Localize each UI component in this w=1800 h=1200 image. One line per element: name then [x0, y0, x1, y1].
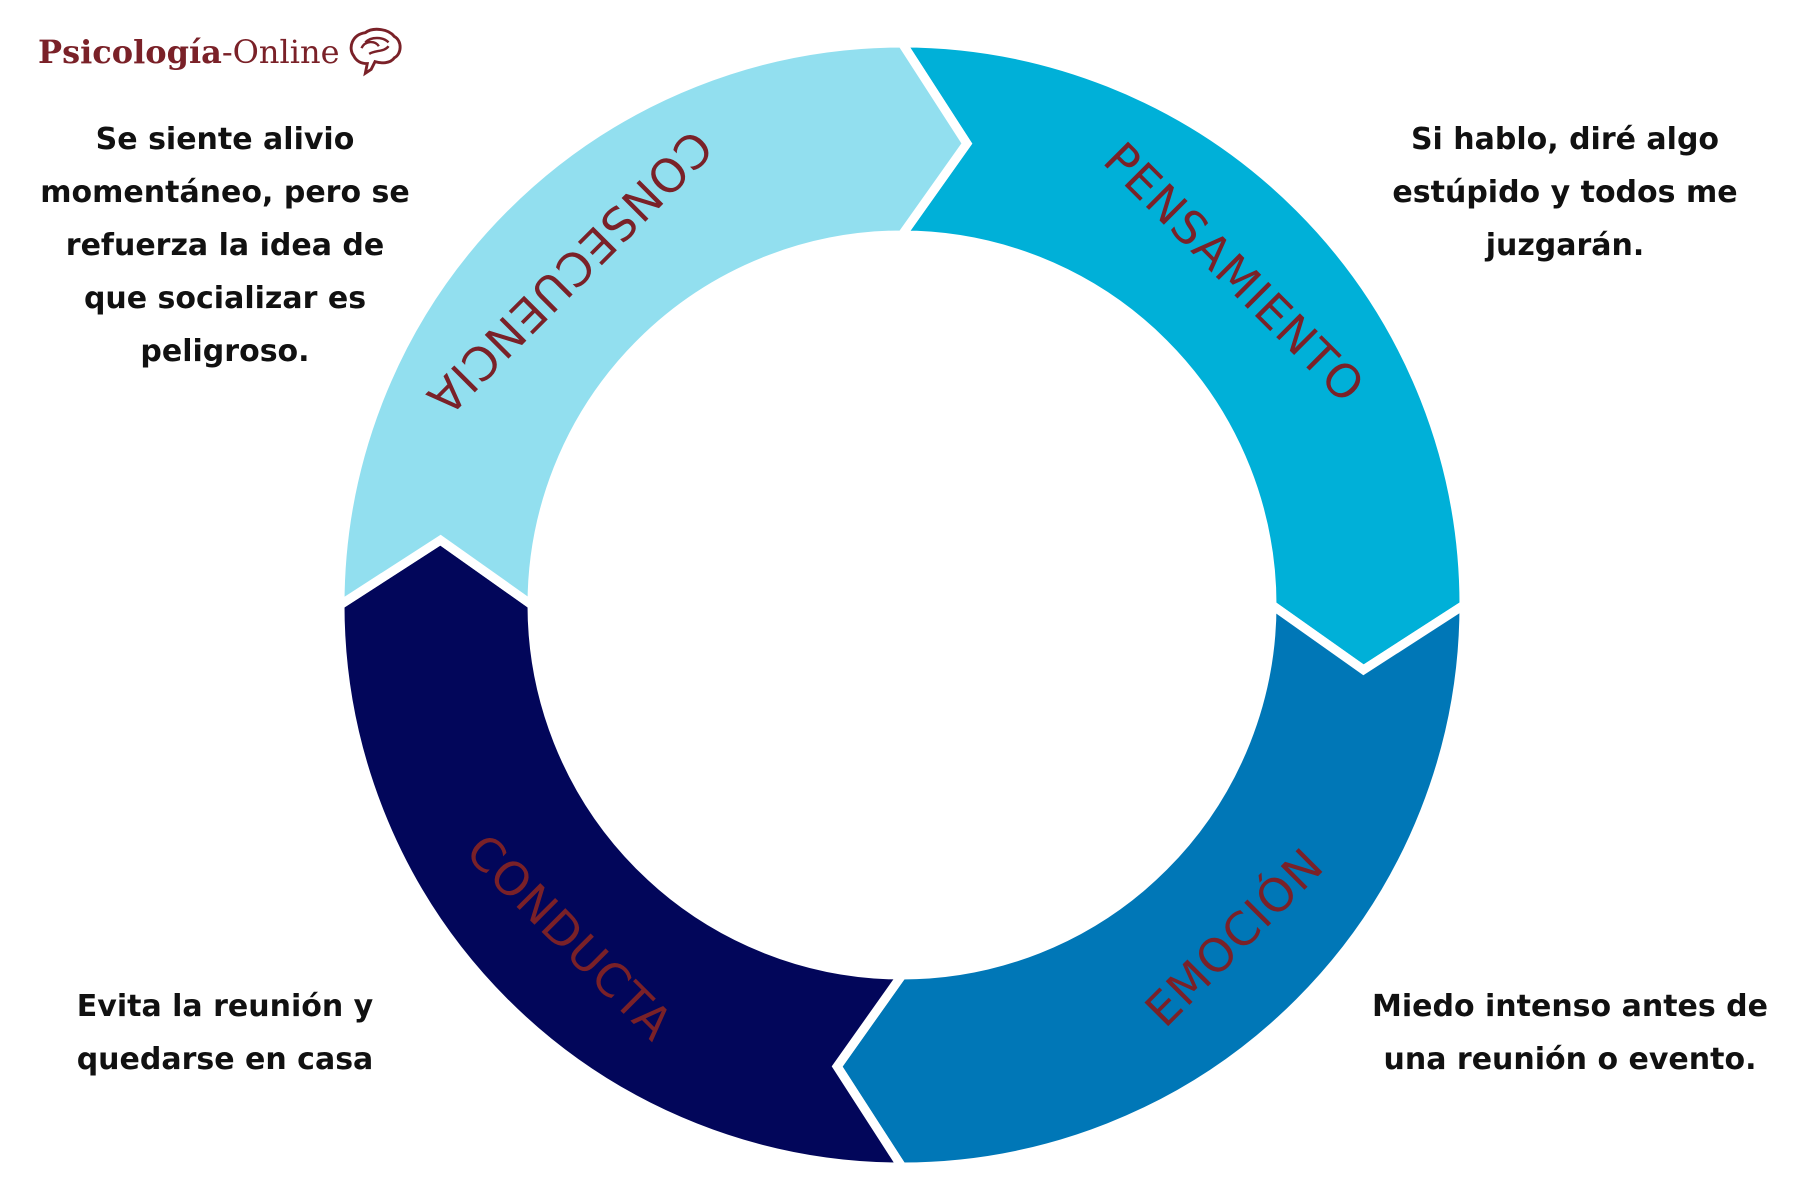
brain-icon	[349, 27, 402, 77]
cycle-segments	[335, 38, 1469, 1172]
brand-logo-text: Psicología-Online	[38, 33, 340, 71]
segment-consecuencia	[335, 38, 973, 614]
brand-logo-part2: -Online	[221, 33, 340, 71]
segment-conducta	[335, 534, 911, 1172]
brand-logo-part1: Psicología	[38, 33, 222, 71]
segment-emocion	[831, 596, 1469, 1172]
consecuencia-description: Se siente alivio momentáneo, pero se ref…	[40, 122, 410, 369]
brand-logo: Psicología-Online	[38, 22, 404, 82]
emocion-description: Miedo intenso antes de una reunión o eve…	[1371, 989, 1769, 1077]
conducta-description: Evita la reunión y quedarse en casa	[76, 989, 374, 1077]
segment-pensamiento	[893, 38, 1469, 676]
pensamiento-description: Si hablo, diré algo estúpido y todos me …	[1392, 122, 1738, 263]
